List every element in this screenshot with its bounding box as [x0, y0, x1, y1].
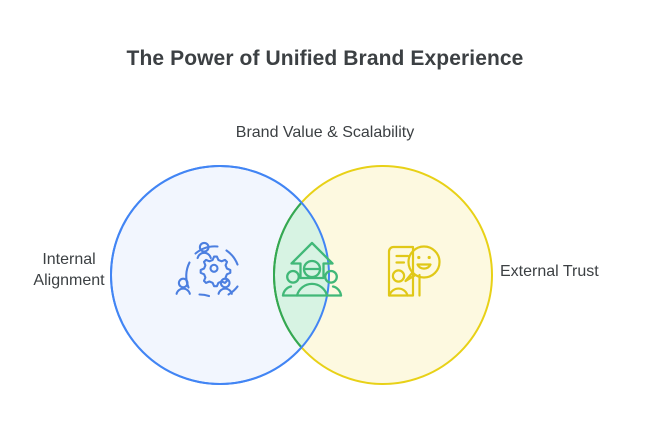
right-circle-label: External Trust — [500, 263, 599, 280]
left-circle-label-line1: Internal — [42, 251, 96, 268]
left-circle-label-line2: Alignment — [33, 272, 105, 289]
page-title: The Power of Unified Brand Experience — [126, 47, 524, 70]
intersection-outline — [273, 166, 329, 384]
left-circle-label: Internal Alignment — [8, 249, 130, 291]
intersection-lens-outline-group — [273, 166, 329, 384]
intersection-label-top: Brand Value & Scalability — [235, 124, 415, 141]
